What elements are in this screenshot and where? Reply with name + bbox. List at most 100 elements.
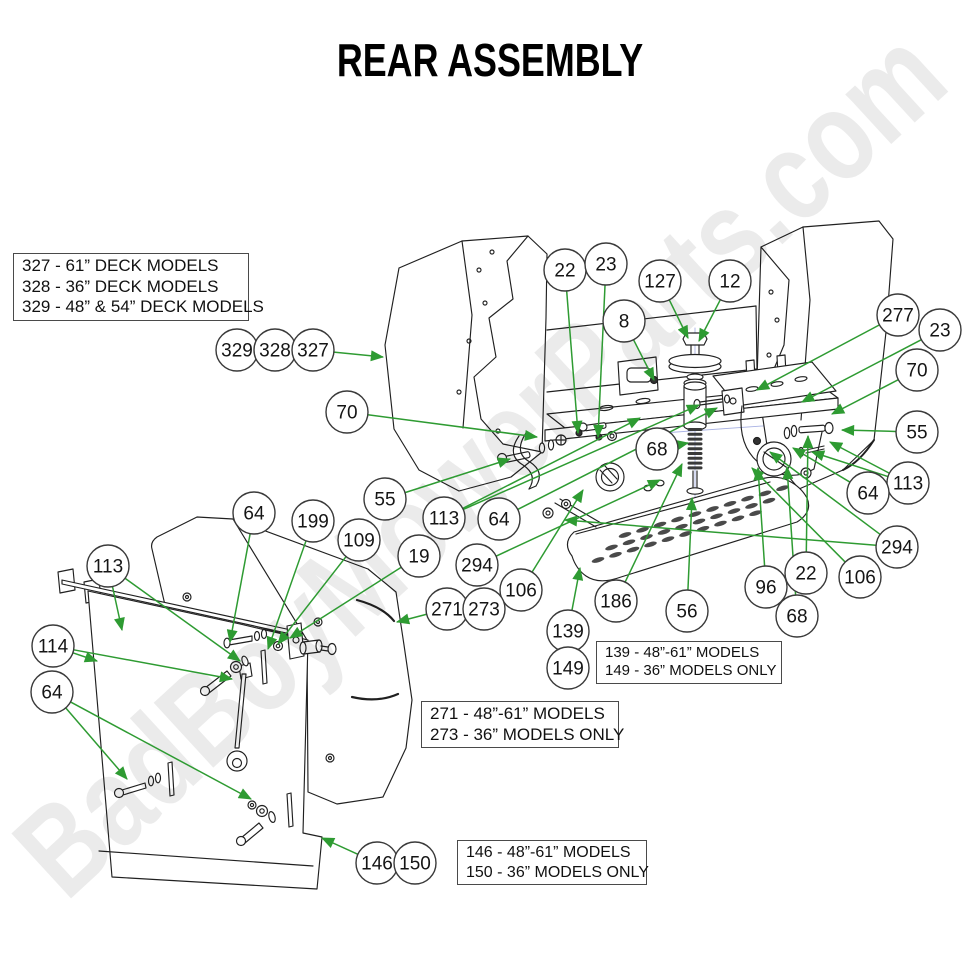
leader-line-64-mid bbox=[517, 407, 718, 511]
callout-68-right: 68 bbox=[775, 594, 819, 638]
callout-56: 56 bbox=[665, 589, 709, 633]
callout-number: 64 bbox=[488, 510, 510, 531]
leader-line-70-right bbox=[831, 378, 899, 415]
callout-circle bbox=[665, 589, 709, 633]
left-deck-panel bbox=[384, 235, 548, 492]
callout-circle bbox=[584, 242, 628, 286]
callout-number: 106 bbox=[505, 581, 537, 602]
callout-number: 106 bbox=[844, 568, 876, 589]
callout-number: 12 bbox=[719, 272, 740, 293]
callout-circle bbox=[397, 534, 441, 578]
leader-line-64-topleft bbox=[226, 533, 251, 644]
leader-line-70-left bbox=[367, 413, 539, 441]
leader-line-106-right bbox=[751, 467, 846, 563]
leader-line-294-right bbox=[769, 451, 881, 536]
leader-line-106-left bbox=[531, 489, 584, 573]
callout-circle bbox=[325, 390, 369, 434]
callout-8: 8 bbox=[602, 299, 646, 343]
note-box-models-146-150: 146 - 48”-61” MODELS 150 - 36” MODELS ONL… bbox=[457, 840, 649, 886]
callout-55-right: 55 bbox=[895, 410, 939, 454]
callout-circle bbox=[846, 471, 890, 515]
leader-line-22-top bbox=[565, 290, 583, 435]
leader-line-56 bbox=[685, 496, 697, 591]
callout-number: 64 bbox=[243, 504, 265, 525]
note-box-line: 328 - 36” DECK MODELS bbox=[22, 276, 219, 296]
callout-circle bbox=[594, 579, 638, 623]
leader-line-114 bbox=[73, 649, 234, 683]
callout-circle bbox=[918, 308, 962, 352]
callout-circle bbox=[602, 299, 646, 343]
callout-circle bbox=[744, 565, 788, 609]
callout-number: 150 bbox=[399, 854, 431, 875]
leader-line-55-left bbox=[404, 457, 512, 494]
callout-22-mid: 22 bbox=[784, 551, 828, 595]
heat-shield-plate bbox=[542, 476, 810, 582]
leader-line-8 bbox=[632, 339, 655, 381]
shield-slots bbox=[591, 485, 789, 563]
callout-number: 146 bbox=[361, 854, 393, 875]
note-box-line: 150 - 36” MODELS ONLY bbox=[466, 863, 649, 881]
leader-line-277 bbox=[756, 324, 880, 391]
callout-19: 19 bbox=[397, 534, 441, 578]
callout-12: 12 bbox=[708, 259, 752, 303]
callout-circle bbox=[708, 259, 752, 303]
spring-coil bbox=[687, 428, 703, 470]
callout-number: 22 bbox=[554, 261, 575, 282]
callout-circle bbox=[31, 624, 75, 668]
callout-circle bbox=[337, 518, 381, 562]
leader-line-113-mid bbox=[462, 417, 641, 510]
callout-23-right: 23 bbox=[918, 308, 962, 352]
callout-number: 70 bbox=[906, 361, 927, 382]
leader-line-199 bbox=[266, 540, 307, 651]
leader-line-271 bbox=[395, 613, 427, 625]
callout-55-left: 55 bbox=[363, 477, 407, 521]
leader-line-96 bbox=[753, 466, 766, 567]
leader-line-113-far-left bbox=[111, 586, 125, 632]
callout-127: 127 bbox=[638, 259, 682, 303]
callout-64-mid: 64 bbox=[477, 497, 521, 541]
leader-line-327 bbox=[333, 350, 385, 362]
note-box-line: 146 - 48”-61” MODELS bbox=[466, 844, 631, 861]
callout-number: 199 bbox=[297, 512, 329, 533]
callout-number: 273 bbox=[468, 600, 500, 621]
callout-circle bbox=[393, 841, 437, 885]
note-box-line: 149 - 36” MODELS ONLY bbox=[605, 662, 777, 680]
callout-22-top: 22 bbox=[543, 248, 587, 292]
leader-line-55-right bbox=[840, 424, 897, 436]
leader-line-294-left bbox=[495, 479, 661, 557]
callout-number: 68 bbox=[646, 440, 667, 461]
callout-number: 114 bbox=[38, 637, 69, 658]
leader-line-19 bbox=[289, 566, 402, 639]
callout-114: 114 bbox=[31, 624, 75, 668]
page-title: REAR ASSEMBLY bbox=[336, 34, 644, 86]
callout-139: 139 bbox=[546, 609, 590, 653]
note-box-line: 139 - 48”-61” MODELS bbox=[605, 644, 760, 661]
callout-circle bbox=[291, 499, 335, 543]
callout-273: 273 bbox=[462, 587, 506, 631]
callout-circle bbox=[895, 410, 939, 454]
callout-109: 109 bbox=[337, 518, 381, 562]
callout-number: 64 bbox=[857, 484, 879, 505]
callout-number: 23 bbox=[929, 321, 950, 342]
callout-64-topleft: 64 bbox=[232, 491, 276, 535]
callout-number: 277 bbox=[882, 306, 914, 327]
callout-number: 329 bbox=[221, 341, 253, 362]
callout-number: 113 bbox=[429, 509, 459, 530]
leader-line-22-mid bbox=[802, 434, 814, 553]
leader-line-113-far-left bbox=[124, 577, 241, 662]
leader-line-23-top bbox=[593, 284, 606, 439]
callout-294-left: 294 bbox=[455, 543, 499, 587]
callout-113-far-left: 113 bbox=[86, 544, 130, 588]
callout-113-right: 113 bbox=[886, 461, 930, 505]
callout-271: 271 bbox=[425, 587, 469, 631]
callout-circle bbox=[638, 259, 682, 303]
callout-106-left: 106 bbox=[499, 568, 543, 612]
note-box-line: 273 - 36” MODELS ONLY bbox=[430, 724, 625, 744]
callout-circle bbox=[86, 544, 130, 588]
callout-number: 109 bbox=[343, 531, 375, 552]
callout-number: 55 bbox=[374, 490, 395, 511]
callout-329: 329 bbox=[215, 328, 259, 372]
